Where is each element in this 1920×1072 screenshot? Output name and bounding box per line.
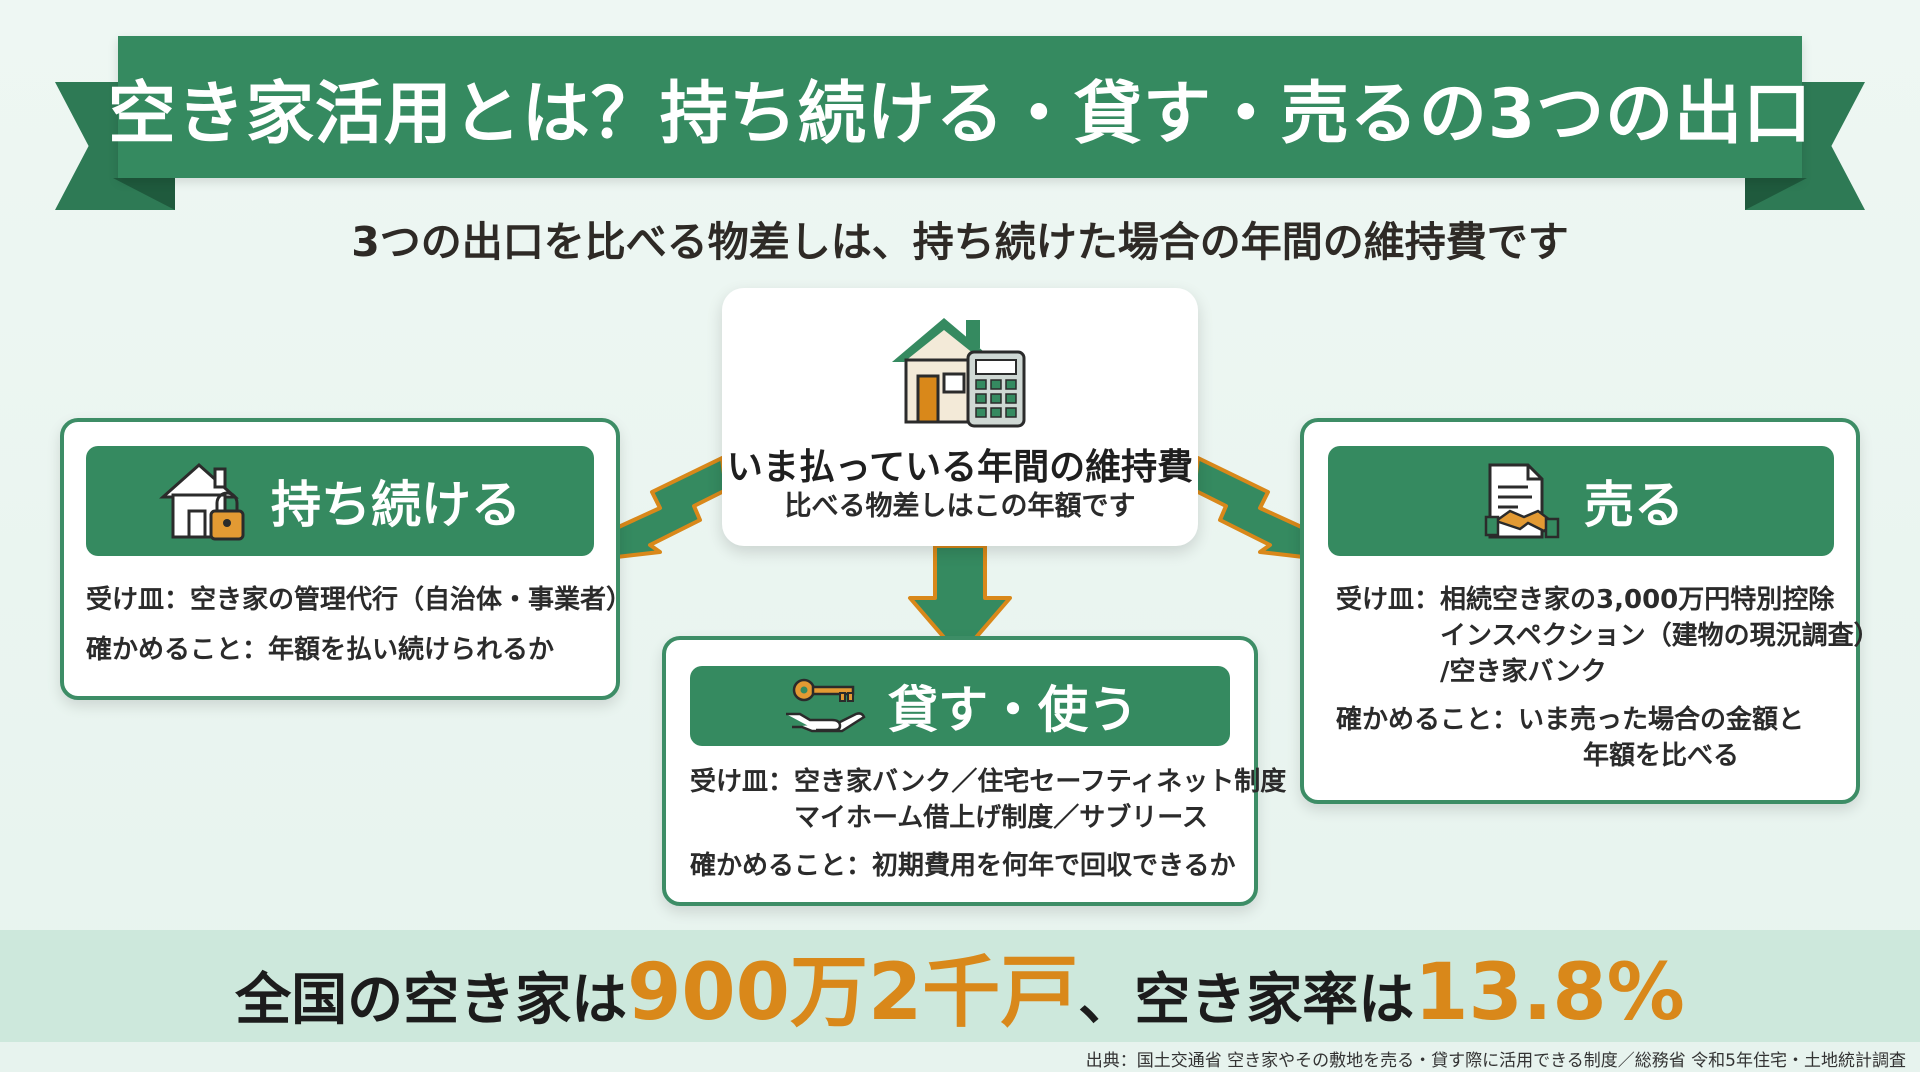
page-title: 空き家活用とは？持ち続ける・貸す・売るの3つの出口 bbox=[107, 74, 1813, 154]
arrow-down-icon bbox=[908, 544, 1012, 658]
house-calculator-icon bbox=[892, 318, 1026, 428]
keep-check: 年額を払い続けられるか bbox=[268, 635, 555, 665]
rent-receiver-line-1: 空き家バンク／住宅セーフティネット制度 bbox=[794, 767, 1287, 797]
title-banner: 空き家活用とは？持ち続ける・貸す・売るの3つの出口 bbox=[108, 36, 1811, 178]
sell-card-header: 売る bbox=[1328, 446, 1834, 556]
rent-info: 受け皿： 空き家バンク／住宅セーフティネット制度 マイホーム借上げ制度／サブリー… bbox=[690, 764, 1286, 884]
sell-check-line-1: いま売った場合の金額と bbox=[1518, 705, 1805, 735]
keep-card: 持ち続ける 受け皿：空き家の管理代行（自治体・事業者） 確かめること：年額を払い… bbox=[60, 418, 632, 700]
sell-check-line-2: 年額を比べる bbox=[1583, 741, 1740, 771]
keep-card-header: 持ち続ける bbox=[86, 446, 594, 556]
sell-receiver-line-3: /空き家バンク bbox=[1440, 657, 1607, 687]
keep-receiver-key: 受け皿： bbox=[86, 585, 191, 615]
sell-info: 受け皿： 相続空き家の3,000万円特別控除 インスペクション（建物の現況調査）… bbox=[1336, 582, 1880, 774]
stat-middle: 、空き家率は bbox=[1078, 968, 1415, 1033]
rent-card: 貸す・使う 受け皿： 空き家バンク／住宅セーフティネット制度 マイホーム借上げ制… bbox=[662, 636, 1286, 906]
keep-info: 受け皿：空き家の管理代行（自治体・事業者） 確かめること：年額を払い続けられるか bbox=[86, 582, 632, 668]
rent-receiver-key: 受け皿： bbox=[690, 767, 795, 797]
sell-receiver-line-1: 相続空き家の3,000万円特別控除 bbox=[1440, 585, 1835, 615]
sell-card: 売る 受け皿： 相続空き家の3,000万円特別控除 インスペクション（建物の現況… bbox=[1300, 418, 1880, 804]
rent-label: 貸す・使う bbox=[888, 681, 1138, 739]
sell-receiver-line-2: インスペクション（建物の現況調査） bbox=[1440, 621, 1880, 651]
stat-count: 900万2千戸 bbox=[627, 948, 1079, 1038]
sell-label: 売る bbox=[1584, 476, 1684, 534]
rent-check: 初期費用を何年で回収できるか bbox=[872, 851, 1236, 881]
key-hand-icon bbox=[786, 678, 866, 733]
center-title: いま払っている年間の維持費 bbox=[726, 447, 1194, 488]
source-citation: 出典：国土交通省 空き家やその敷地を売る・貸す際に活用できる制度／総務省 令和5… bbox=[1085, 1051, 1906, 1071]
center-card: いま払っている年間の維持費 比べる物差しはこの年額です bbox=[722, 288, 1198, 546]
house-lock-icon bbox=[159, 462, 245, 541]
rent-receiver-line-2: マイホーム借上げ制度／サブリース bbox=[794, 803, 1208, 833]
stat-rate: 13.8% bbox=[1414, 948, 1685, 1038]
sell-receiver-key: 受け皿： bbox=[1336, 585, 1441, 615]
stat-prefix: 全国の空き家は bbox=[235, 968, 628, 1033]
keep-receiver: 空き家の管理代行（自治体・事業者） bbox=[190, 585, 633, 615]
keep-label: 持ち続ける bbox=[271, 476, 521, 534]
keep-check-key: 確かめること： bbox=[86, 635, 269, 665]
page-subtitle: 3つの出口を比べる物差しは、持ち続けた場合の年間の維持費です bbox=[351, 218, 1569, 266]
rent-check-key: 確かめること： bbox=[690, 851, 873, 881]
center-subtitle: 比べる物差しはこの年額です bbox=[784, 491, 1136, 522]
rent-card-header: 貸す・使う bbox=[690, 666, 1230, 746]
document-handshake-icon bbox=[1484, 463, 1560, 539]
stat-text: 全国の空き家は 900万2千戸 、空き家率は 13.8% bbox=[235, 930, 1685, 1042]
sell-check-key: 確かめること： bbox=[1336, 705, 1519, 735]
stat-band: 全国の空き家は 900万2千戸 、空き家率は 13.8% bbox=[0, 930, 1920, 1042]
